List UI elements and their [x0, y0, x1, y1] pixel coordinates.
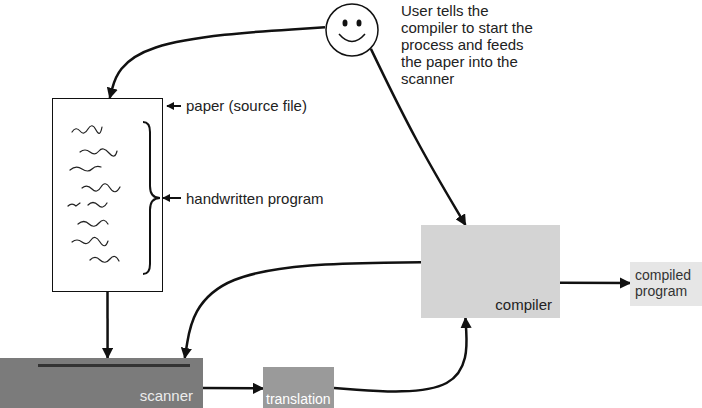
compiler-label: compiler [495, 296, 552, 313]
output-label: compiled program [635, 267, 697, 299]
scanner-label: scanner [140, 387, 193, 404]
program-label: handwritten program [186, 190, 324, 207]
scribble [70, 166, 101, 171]
user-note: User tells the compiler to start the pro… [401, 2, 547, 87]
flow-arrow [185, 262, 421, 358]
eye [343, 20, 348, 27]
smiley-face [325, 3, 379, 57]
scribble [68, 203, 107, 208]
curly-brace [143, 122, 160, 274]
flow-arrow [334, 318, 467, 391]
eye [357, 20, 362, 27]
scribble [78, 220, 108, 226]
scanner-box: scanner [0, 358, 203, 408]
output-box: compiled program [630, 262, 702, 306]
user-figure: User tells the compiler to start the pro… [325, 3, 379, 57]
face-outline [326, 4, 378, 56]
compiler-box: compiler [421, 225, 560, 318]
handwriting-scribbles [68, 126, 120, 263]
scribble [90, 256, 119, 262]
flow-arrow [203, 387, 263, 390]
leader-arrow [167, 105, 181, 107]
scanner-glass [38, 364, 190, 367]
scribble [72, 126, 102, 134]
flow-arrow [106, 292, 109, 358]
translation-label: translation [266, 391, 331, 407]
scribble [72, 237, 108, 245]
leader-arrow [163, 197, 181, 199]
flow-arrow [560, 281, 630, 284]
scribble [80, 149, 117, 156]
scribble [82, 184, 120, 192]
source-paper: paper (source file)handwritten program [52, 98, 163, 292]
smile [339, 34, 365, 42]
flow-arrow [110, 27, 325, 98]
translation-box: translation [263, 367, 334, 408]
paper-label: paper (source file) [186, 97, 307, 114]
